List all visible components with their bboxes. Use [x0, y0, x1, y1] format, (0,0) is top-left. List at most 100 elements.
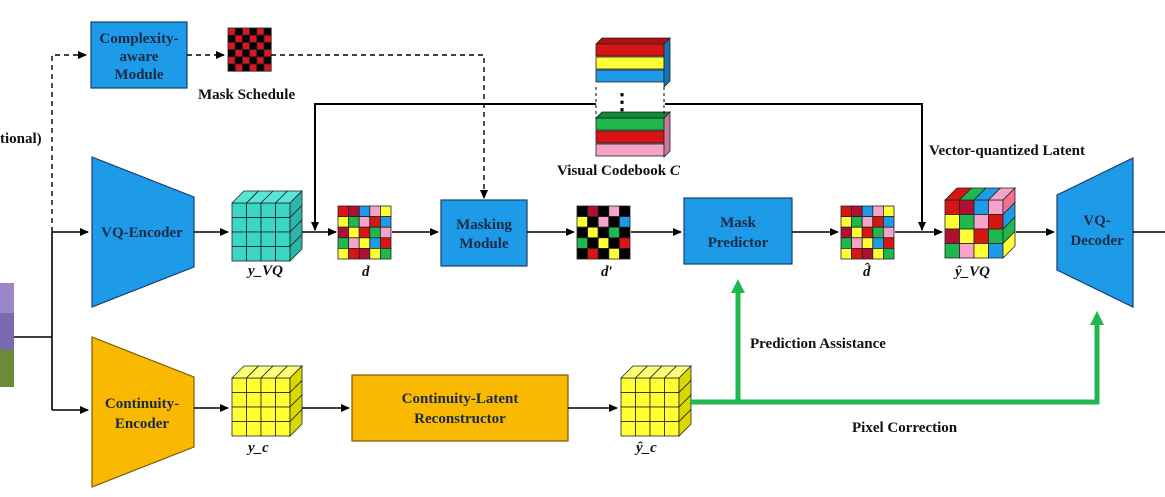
code-cell [619, 226, 631, 239]
tensor-cell [959, 243, 975, 259]
tensor-cell [246, 377, 262, 393]
code-cell [883, 226, 895, 239]
code-cell [608, 226, 620, 239]
code-cell [861, 237, 874, 249]
code-cell [369, 216, 381, 228]
tensor-side [1002, 230, 1016, 259]
svg-text:Predictor: Predictor [708, 235, 769, 251]
code-cell [576, 226, 589, 239]
tensor-cell [275, 217, 291, 233]
tensor-cell [959, 228, 975, 244]
tensor-cell [275, 246, 291, 262]
code-cell [358, 205, 371, 218]
code-cell [576, 205, 589, 218]
tensor-cell [260, 421, 276, 437]
y-vq-hat-label: ŷ_VQ [953, 264, 990, 280]
codebook-feed-lines [311, 103, 926, 231]
tensor-cell [959, 214, 975, 230]
code-cell [883, 216, 895, 228]
mask-cell [263, 63, 272, 72]
tensor-cell [260, 231, 276, 247]
code-cell [840, 226, 853, 239]
code-cell [348, 237, 360, 249]
y-vq-hat-tensor [944, 187, 1016, 259]
input-image [0, 283, 14, 387]
masking-module: Masking Module [440, 199, 528, 267]
mask-cell [227, 34, 236, 43]
mask-cell [256, 56, 265, 65]
mask-cell [249, 34, 258, 43]
code-cell [872, 216, 884, 228]
tensor-cell [635, 392, 651, 408]
prediction-assistance-label: Prediction Assistance [750, 336, 886, 352]
code-cell [608, 237, 620, 249]
tensor-cell [231, 217, 247, 233]
code-cell [851, 226, 863, 239]
code-cell [358, 216, 371, 228]
mask-cell [256, 34, 265, 43]
mask-cell [241, 56, 250, 65]
code-cell [840, 237, 853, 249]
codebook-side [663, 111, 671, 158]
mask-cell [227, 63, 236, 72]
green-correction-paths [690, 279, 1104, 405]
tensor-cell [664, 406, 680, 422]
tensor-cell [231, 231, 247, 247]
code-cell [576, 247, 589, 260]
tensor-side [289, 233, 303, 262]
y-vq-label: y_VQ [246, 263, 283, 279]
tensor-cell [620, 421, 636, 437]
tensor-cell [260, 217, 276, 233]
mask-cell [256, 27, 265, 36]
code-cell [872, 237, 884, 249]
tensor-cell [635, 377, 651, 393]
tensor-cell [649, 377, 665, 393]
tensor-cell [275, 377, 291, 393]
tensor-cell [246, 202, 262, 218]
code-cell [576, 237, 589, 249]
tensor-cell [246, 406, 262, 422]
vq-encoder: VQ-Encoder [91, 156, 195, 308]
tensor-cell [649, 406, 665, 422]
codebook-entry [595, 130, 665, 144]
mask-cell [256, 63, 265, 72]
tensor-cell [973, 228, 989, 244]
tensor-cell [260, 246, 276, 262]
mask-cell [227, 27, 236, 36]
schedule-to-masking-line [271, 54, 488, 199]
tensor-cell [959, 199, 975, 215]
visual-codebook [595, 37, 671, 158]
mask-cell [241, 27, 250, 36]
codebook-entry [595, 69, 665, 83]
tensor-cell [246, 392, 262, 408]
tensor-cell [620, 406, 636, 422]
tensor-cell [231, 202, 247, 218]
vq-decoder: VQ- Decoder [1056, 157, 1134, 308]
mask-cell [263, 49, 272, 58]
tensor-cell [231, 377, 247, 393]
tensor-cell [275, 202, 291, 218]
mask-schedule-grid [227, 27, 272, 72]
tensor-cell [260, 406, 276, 422]
code-cell [883, 205, 895, 218]
code-cell [619, 247, 631, 260]
code-cell [337, 247, 350, 260]
visual-codebook-label: Visual Codebook C [557, 163, 681, 179]
code-cell [369, 237, 381, 249]
continuity-encoder: Continuity- Encoder [91, 336, 195, 488]
code-cell [851, 205, 863, 218]
y-c-hat-tensor [620, 365, 692, 437]
mask-predictor: Mask Predictor [683, 197, 793, 265]
code-cell [872, 226, 884, 239]
y-c-hat-label: ŷ_c [634, 440, 657, 456]
mask-cell [234, 27, 243, 36]
mask-cell [234, 63, 243, 72]
tensor-cell [664, 421, 680, 437]
vq-latent-label: Vector-quantized Latent [929, 143, 1085, 159]
mask-cell [241, 63, 250, 72]
svg-text:VQ-Encoder: VQ-Encoder [101, 225, 183, 241]
tensor-cell [664, 377, 680, 393]
d-label: d [362, 264, 370, 280]
tensor-cell [988, 214, 1004, 230]
tensor-side [678, 408, 692, 437]
